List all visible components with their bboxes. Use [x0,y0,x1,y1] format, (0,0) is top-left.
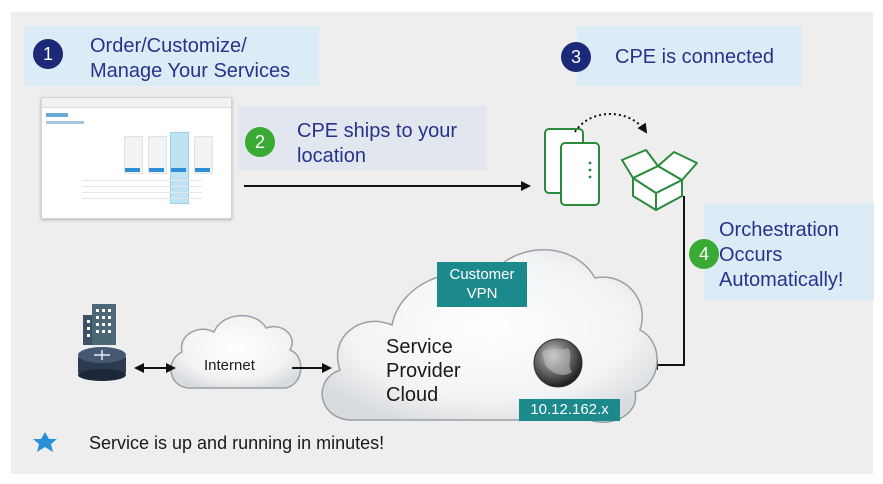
open-box-icon [621,149,698,211]
router-icon [78,347,126,381]
step4-label-line2: Occurs [719,244,783,266]
internet-cloud-icon [170,314,302,389]
step4-number: 4 [689,239,719,269]
portal-button [195,168,210,172]
order-portal-screenshot [41,97,232,219]
portal-column [124,136,143,174]
footer-text: Service is up and running in minutes! [89,433,385,453]
globe-icon [533,338,583,388]
portal-button [149,168,164,172]
portal-row [82,198,202,199]
customer-vpn-box: Customer VPN [437,262,527,307]
portal-column [194,136,213,174]
browser-bar [42,98,231,108]
step2-box [238,106,487,170]
vpn-label-line2: VPN [466,285,498,302]
cpe-devices-icon [544,128,600,206]
step1-label: Order/Customize/ Manage Your Services [90,34,290,84]
step1-box [24,26,319,86]
step3-number: 3 [561,42,591,72]
portal-row [82,180,202,181]
cloud-label-line2: Provider [386,360,461,382]
portal-header [46,113,68,117]
step4-label: Orchestration Occurs Automatically! [719,218,844,293]
step3-box [577,26,802,86]
step2-number: 2 [245,127,275,157]
portal-column [148,136,167,174]
vpn-label-line1: Customer [449,266,515,283]
step2-label-line1: CPE ships to your [297,120,458,142]
portal-button [171,168,186,172]
star-icon [33,432,57,452]
cloud-label-line3: Cloud [386,384,439,406]
dotted-arc [574,113,648,134]
building-icon [83,304,116,345]
ip-address-box: 10.12.162.x [519,399,620,421]
step4-label-line3: Automatically! [719,269,844,291]
cloud-label-line1: Service [386,336,453,358]
step1-label-line1: Order/Customize/ [90,35,247,57]
portal-button [125,168,140,172]
internet-label: Internet [204,357,255,374]
step4-label-line1: Orchestration [719,219,840,241]
step3-label: CPE is connected [615,46,774,68]
step2-label: CPE ships to your location [297,119,457,169]
portal-row [82,186,202,187]
step4-box [704,203,874,300]
step1-label-line2: Manage Your Services [90,60,291,82]
step1-number: 1 [33,39,63,69]
portal-subheader [46,121,84,124]
portal-row [82,192,202,193]
provider-cloud-label: Service Provider Cloud [386,335,460,407]
step2-label-line2: location [297,145,366,167]
orchestration-arrow [648,196,685,370]
